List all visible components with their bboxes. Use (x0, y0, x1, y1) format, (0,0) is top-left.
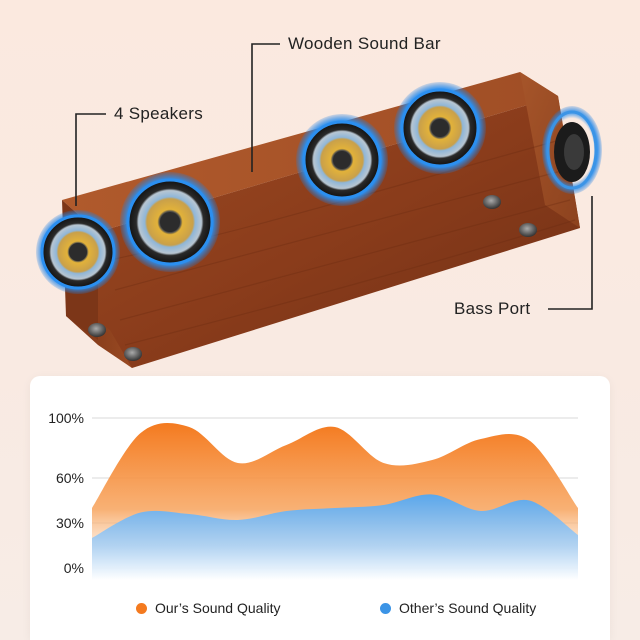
y-tick-label: 0% (64, 560, 84, 576)
y-tick-label: 100% (48, 410, 84, 426)
sound-bar-callout: Wooden Sound Bar (288, 34, 441, 53)
legend-label-ours: Our’s Sound Quality (155, 600, 281, 616)
speakers-callout-line (75, 113, 106, 206)
rubber-foot-icon (88, 195, 537, 361)
y-tick-label: 60% (56, 470, 84, 486)
speakers-callout: 4 Speakers (114, 104, 203, 123)
speaker-icon (296, 114, 388, 206)
bass-port-callout-line (548, 196, 593, 310)
bass-port-icon (542, 106, 602, 194)
legend-label-others: Other’s Sound Quality (399, 600, 537, 616)
area-others (92, 494, 578, 580)
legend-ours: Our’s Sound Quality (136, 600, 281, 616)
speaker-icon (394, 82, 486, 174)
bass-port-callout: Bass Port (454, 299, 531, 318)
y-tick-label: 30% (56, 515, 84, 531)
sound-bar-callout-line (251, 43, 280, 172)
speaker-icon (36, 210, 120, 294)
legend-dot-others (380, 602, 391, 614)
speaker-icon (120, 172, 220, 272)
sound-bar-illustration (36, 43, 602, 368)
legend-others: Other’s Sound Quality (380, 600, 536, 616)
legend-dot-ours (136, 602, 147, 614)
